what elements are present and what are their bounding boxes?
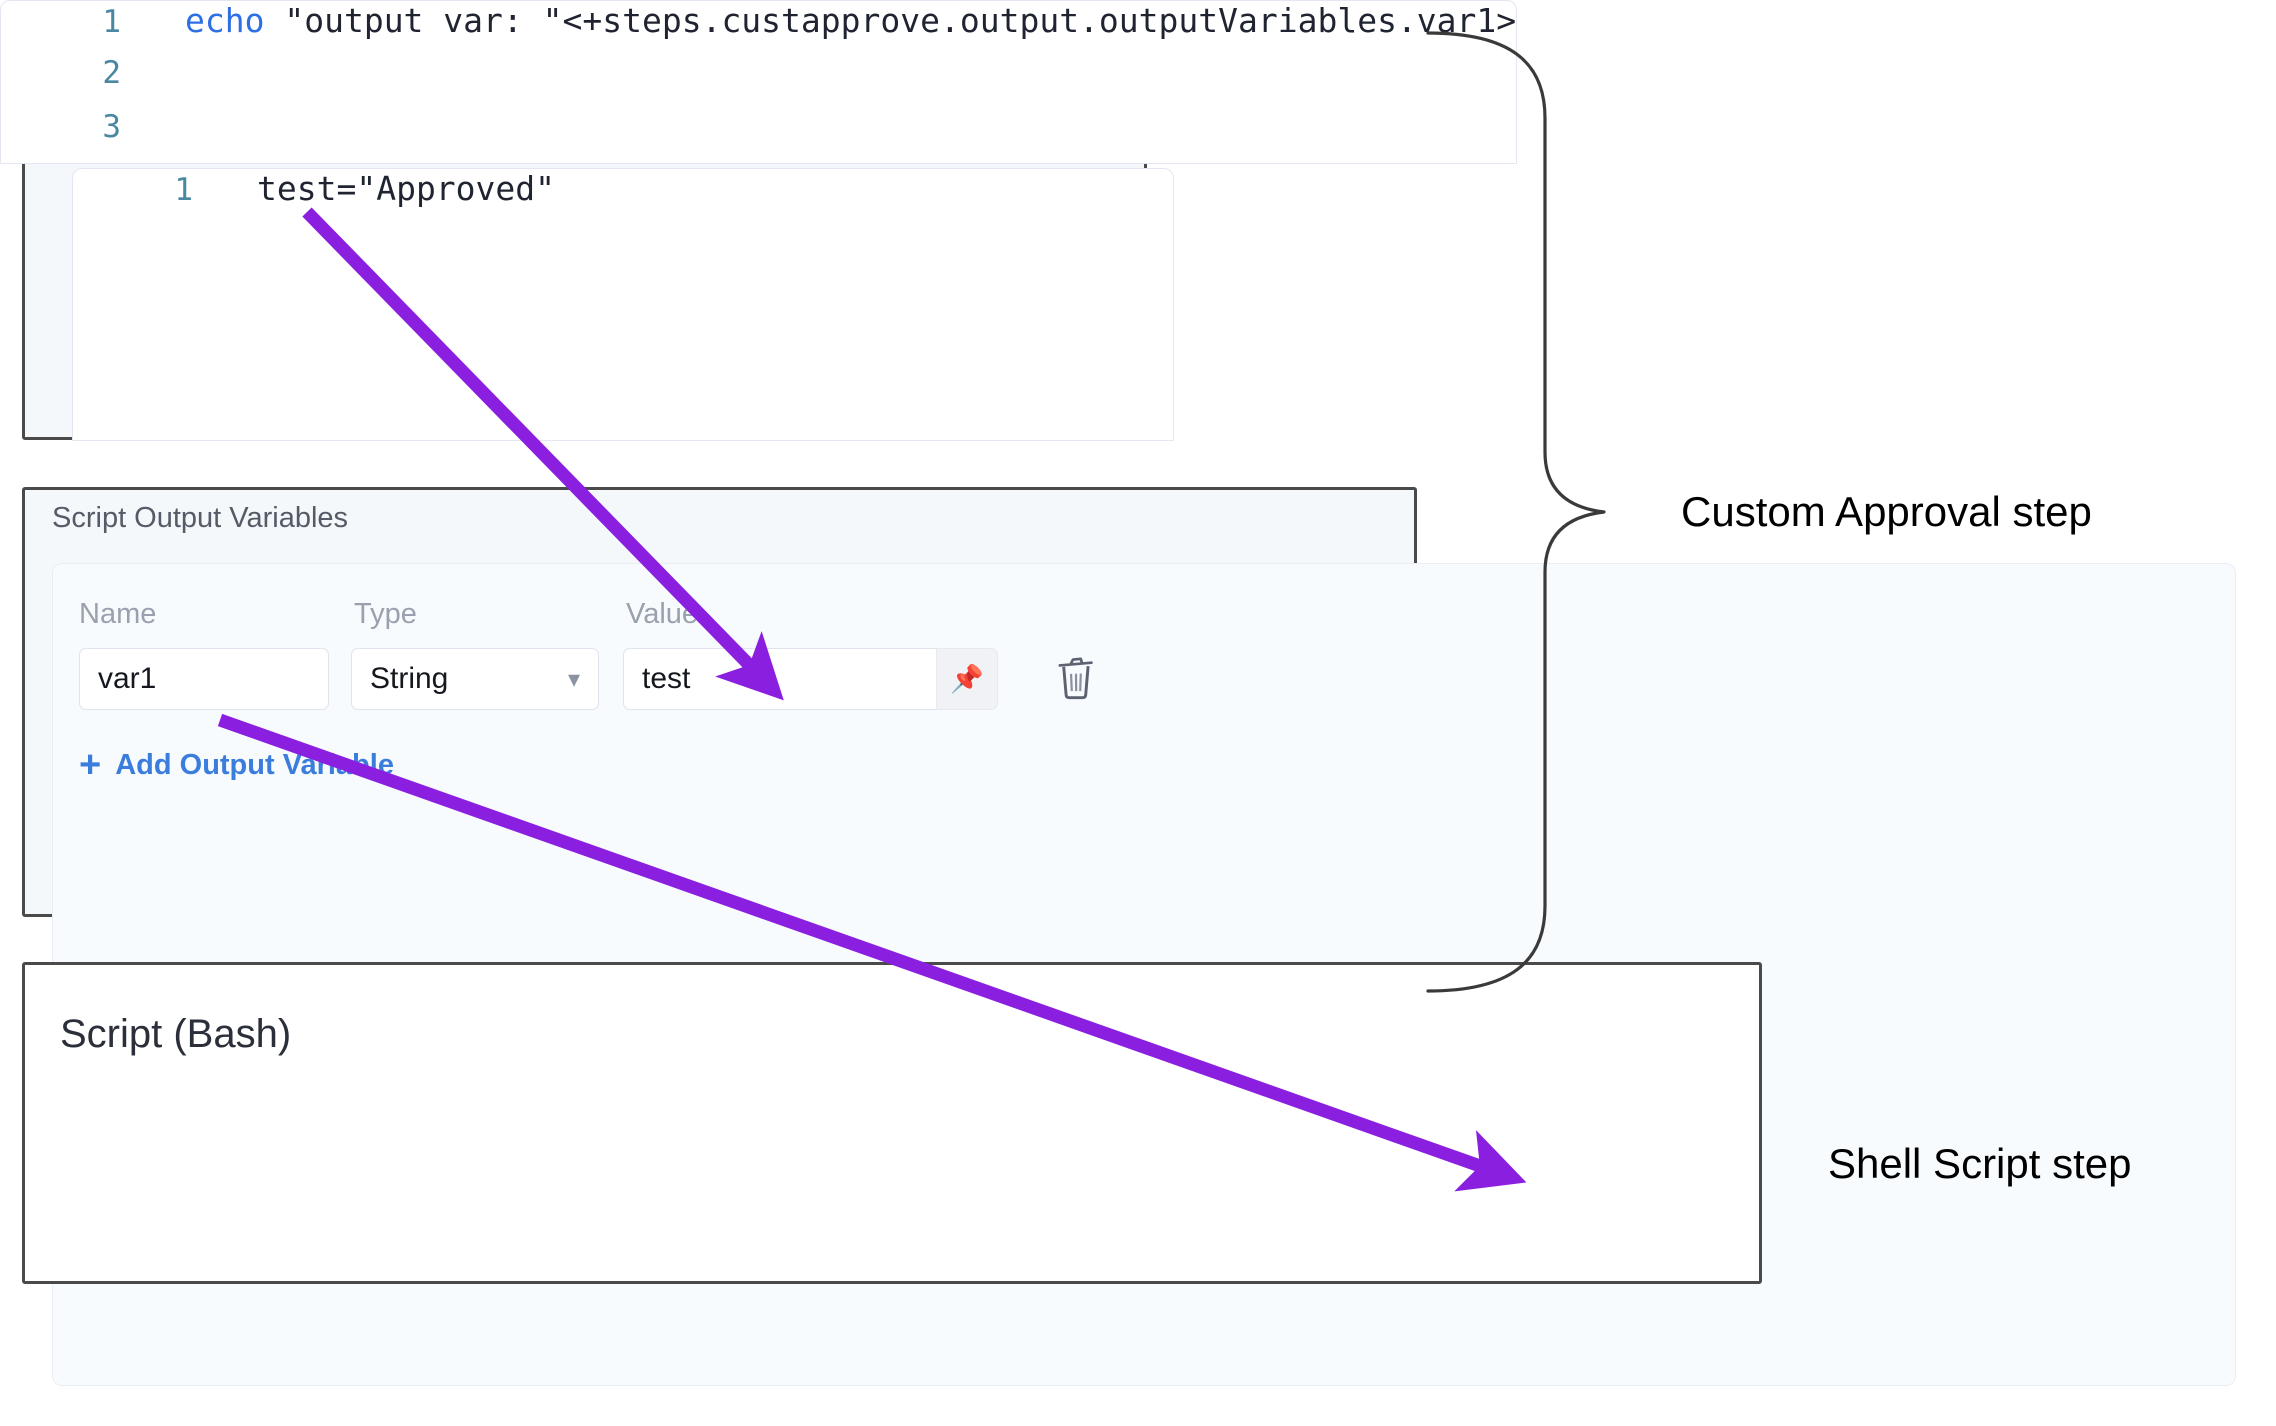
bash-panel-title: Script (Bash): [60, 1012, 292, 1056]
add-output-variable-label: Add Output Variable: [115, 748, 394, 781]
line-number: 3: [102, 109, 121, 145]
column-header-name: Name: [79, 597, 157, 630]
variable-value-input[interactable]: test: [623, 648, 936, 710]
chevron-down-icon: ▾: [567, 665, 580, 693]
variable-value-group: test 📌: [623, 648, 998, 710]
code-line: 1 echo "output var: "<+steps.custapprove…: [1, 1, 1516, 55]
column-header-value: Value: [626, 597, 699, 630]
code-content: test="Approved": [257, 169, 556, 208]
variable-type-select[interactable]: String ▾: [351, 648, 599, 710]
pushpin-icon: 📌: [950, 663, 984, 694]
bash-script-panel: [22, 962, 1762, 1284]
line-number: 1: [174, 172, 193, 208]
output-variables-column-headers: Name Type Value: [79, 588, 2209, 640]
variable-type-value: String: [370, 662, 449, 695]
code-line: 1 test="Approved": [73, 169, 1173, 223]
code-string: "output var: "<+steps.custapprove.output…: [264, 1, 1517, 40]
code-keyword: echo: [185, 1, 265, 40]
output-variables-title: Script Output Variables: [52, 502, 349, 534]
annotation-custom-approval-step: Custom Approval step: [1681, 488, 2092, 535]
code-line: 2: [1, 55, 1516, 109]
code-content: echo "output var: "<+steps.custapprove.o…: [127, 1, 1516, 40]
code-line: 3: [1, 109, 1516, 163]
variable-name-input[interactable]: var1: [79, 648, 329, 710]
add-output-variable-link[interactable]: + Add Output Variable: [79, 746, 394, 784]
delete-variable-button[interactable]: [1050, 650, 1102, 708]
line-number: 2: [102, 55, 121, 91]
value-pushpin-button[interactable]: 📌: [936, 648, 998, 710]
column-header-type: Type: [354, 597, 417, 630]
output-variable-row: var1 String ▾ test 📌: [79, 648, 2209, 710]
bash-code-editor[interactable]: 1 echo "output var: "<+steps.custapprove…: [0, 0, 1518, 164]
trash-icon: [1058, 657, 1093, 700]
line-number: 1: [102, 4, 121, 40]
annotation-shell-script-step: Shell Script step: [1828, 1140, 2132, 1187]
plus-icon: +: [79, 744, 102, 786]
script-code-editor[interactable]: 1 test="Approved": [72, 168, 1174, 441]
